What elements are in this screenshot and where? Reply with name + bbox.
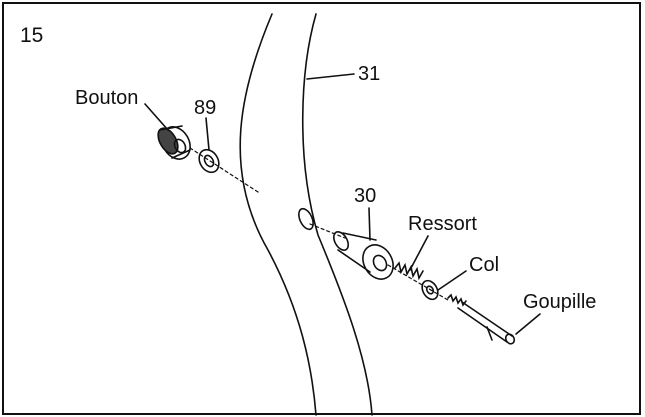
washer-89-part [198, 148, 220, 174]
frame-tube-left-edge [239, 13, 317, 416]
label-30: 30 [354, 185, 377, 207]
assembly-axis-upper [189, 147, 259, 193]
leader-89 [205, 117, 210, 151]
leader-goupille [515, 313, 541, 335]
leader-col [437, 270, 467, 291]
spring-part [394, 261, 424, 281]
label-31: 31 [358, 63, 381, 85]
assembly-axis-lower [309, 223, 449, 301]
tube-hole [298, 207, 314, 231]
bushing-30-part [332, 231, 394, 280]
label-89: 89 [194, 97, 217, 119]
label-bouton: Bouton [75, 87, 139, 109]
leader-31 [306, 73, 355, 80]
pin-part [447, 293, 516, 345]
leader-30 [368, 207, 371, 241]
frame-tube-right-edge [301, 13, 373, 416]
leader-ressort [409, 235, 429, 271]
label-ressort: Ressort [408, 213, 477, 235]
collar-part [421, 279, 439, 301]
leader-bouton [144, 103, 169, 131]
label-col: Col [469, 254, 500, 276]
knob-part [157, 125, 191, 160]
step-number: 15 [20, 24, 44, 47]
label-goupille: Goupille [523, 291, 597, 313]
